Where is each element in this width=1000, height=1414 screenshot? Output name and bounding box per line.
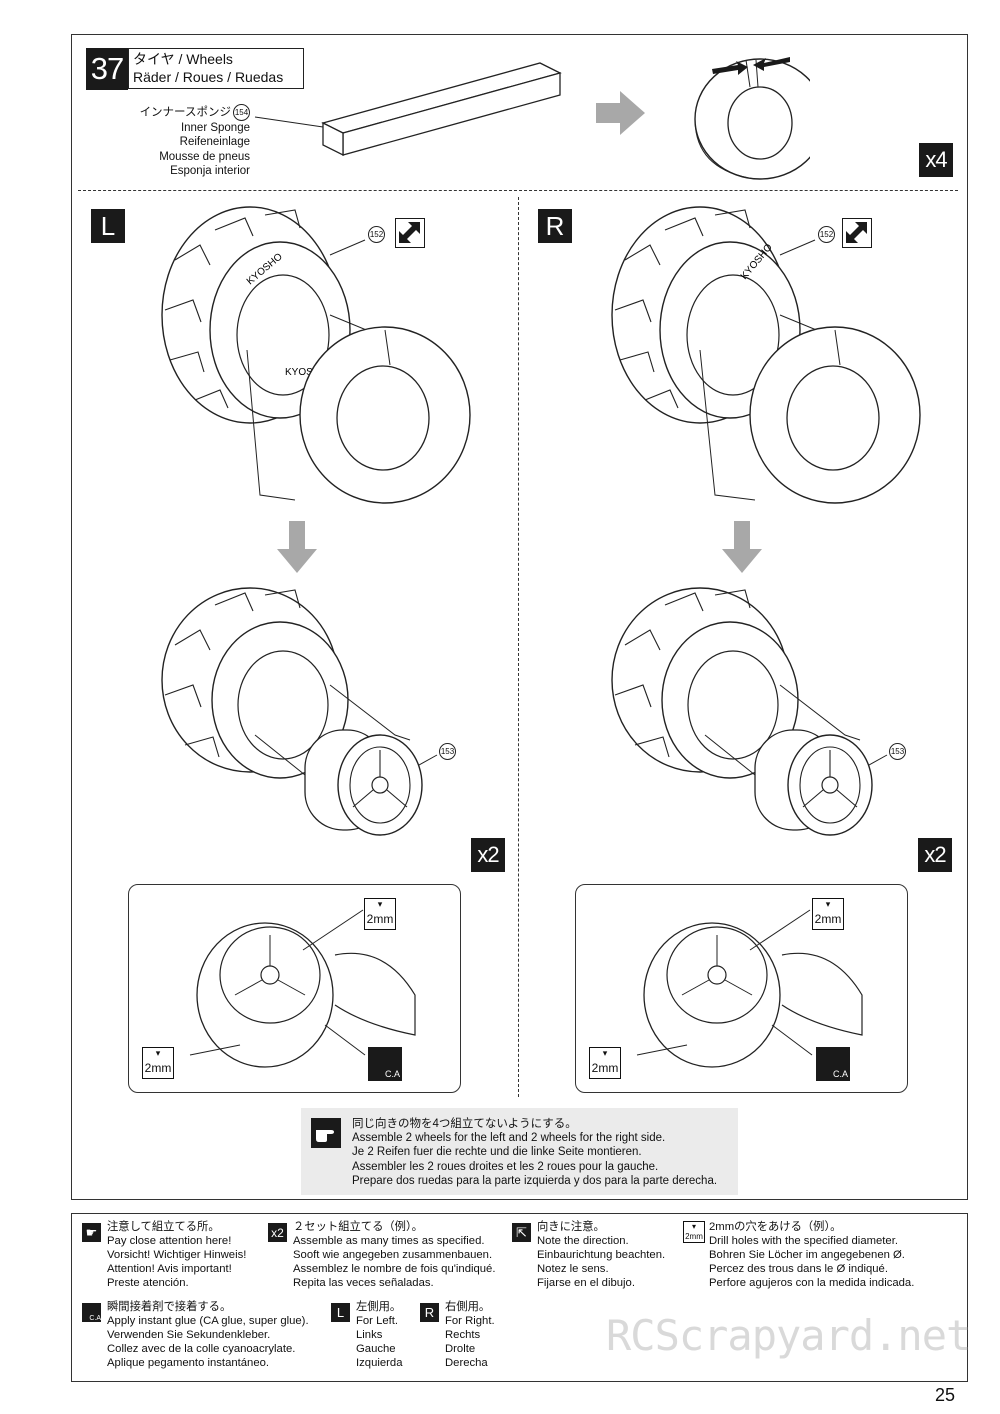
horizontal-divider (78, 190, 958, 191)
note-box (301, 1108, 738, 1195)
drill-tag-left-bottom: ▾2mm (142, 1047, 174, 1079)
page-number: 25 (935, 1385, 956, 1405)
note-line-de: Je 2 Reifen fuer die rechte und die link… (352, 1146, 642, 1159)
direction-icon-right (842, 218, 872, 248)
detail-box-right (575, 884, 908, 1093)
legend-direction: 向きに注意。Note the direction.Einbaurichtung … (537, 1221, 666, 1289)
legend-drill: 2mmの穴をあける（例）。Drill holes with the specif… (709, 1221, 915, 1289)
part-label-en: Inner Sponge (180, 122, 250, 134)
ca-glue-tag-right: C.A (816, 1047, 850, 1081)
note-line-es: Prepare dos ruedas para la parte izquier… (352, 1174, 718, 1187)
tire-wheel-left (161, 587, 438, 836)
direction-legend-icon: ⇱ (512, 1223, 531, 1242)
detail-box-left (128, 884, 461, 1093)
step-title-jp: タイヤ / Wheels (133, 51, 233, 67)
part-number-tire-right: 152 (816, 226, 835, 244)
legend-attention: 注意して組立てる所。Pay close attention here!Vorsi… (107, 1221, 247, 1289)
tire-sponge-right: KYOSHO (611, 206, 921, 504)
note-line-jp: 同じ向きの物を4つ組立てないようにする。 (352, 1118, 577, 1130)
part-label-fr: Mousse de pneus (159, 150, 250, 163)
drill-detail-left (189, 909, 416, 1068)
drill-tag-right-top: ▾2mm (812, 898, 844, 930)
right-legend-icon: R (420, 1303, 439, 1322)
ca-glue-legend-icon: C.A (82, 1303, 101, 1322)
step-number: 37 (86, 48, 128, 90)
drill-tag-right-bottom: ▾2mm (589, 1047, 621, 1079)
part-number: 154 (233, 104, 250, 121)
multiplier-right: x2 (918, 838, 952, 872)
legend-times: ２セット組立てる（例）。Assemble as many times as sp… (293, 1221, 496, 1289)
attention-icon: ☛ (82, 1223, 101, 1242)
vertical-divider (518, 197, 519, 1097)
watermark: RCScrapyard.net (606, 1311, 971, 1360)
drill-detail-right (636, 909, 863, 1068)
multiplier-sponge: x4 (919, 143, 953, 177)
drill-legend-icon: ▾2mm (683, 1221, 705, 1243)
down-arrow-left-icon (277, 521, 317, 573)
note-line-fr: Assembler les 2 roues droites et les 2 r… (352, 1160, 659, 1173)
tire-wheel-right (611, 587, 888, 836)
multiplier-left: x2 (471, 838, 505, 872)
part-number-wheel-left: 153 (437, 743, 456, 761)
drill-tag-left-top: ▾2mm (364, 898, 396, 930)
direction-icon-left (395, 218, 425, 248)
times-icon: x2 (268, 1223, 287, 1242)
note-text: 同じ向きの物を4つ組立てないようにする。 Assemble 2 wheels f… (352, 1117, 717, 1188)
step-title: タイヤ / Wheels Räder / Roues / Ruedas (128, 48, 304, 89)
part-label-es: Esponja interior (170, 164, 250, 177)
note-line-en: Assemble 2 wheels for the left and 2 whe… (352, 1132, 666, 1145)
tire-sponge-left: KYOSHO KYOSHO (161, 206, 471, 504)
part-label-jp: インナースポンジ (139, 106, 231, 119)
step-title-multi: Räder / Roues / Ruedas (133, 69, 284, 85)
legend-glue: 瞬間接着剤で接着する。Apply instant glue (CA glue, … (107, 1301, 309, 1369)
part-number-wheel-right: 153 (887, 743, 906, 761)
part-label-de: Reifeneinlage (179, 136, 250, 149)
ca-glue-tag-left: C.A (368, 1047, 402, 1081)
svg-text:KYOSHO: KYOSHO (285, 367, 328, 378)
left-side-badge: L (91, 209, 125, 243)
right-side-badge: R (538, 209, 572, 243)
pointing-hand-icon (311, 1118, 341, 1148)
left-legend-icon: L (331, 1303, 350, 1322)
part-number-tire-left: 152 (366, 226, 385, 244)
sponge-illustration (254, 57, 810, 180)
down-arrow-right-icon (722, 521, 762, 573)
